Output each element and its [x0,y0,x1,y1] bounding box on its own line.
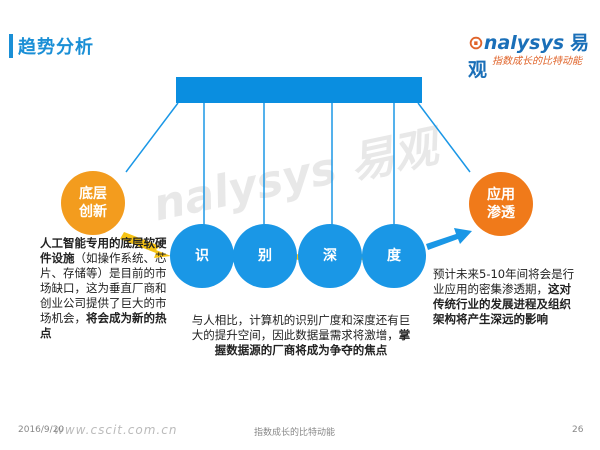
arrow-right-out [426,228,472,250]
ball-3: 深 [298,224,362,288]
page-title: 趋势分析 [18,37,94,58]
right-description-normal: 预计未来5-10年间将会是行业应用的密集渗透期， [433,267,575,296]
logo-en: nalysys [483,32,565,54]
ball-3-label: 深 [323,248,337,264]
middle-description-normal: 与人相比，计算机的识别广度和深度还有巨大的提升空间，因此数据量需求将激增， [191,313,411,342]
left-description: 人工智能专用的底层软硬件设施（如操作系统、芯片、存储等）是目前的市场缺口，这为垂… [40,236,168,341]
title-accent-bar [9,34,13,58]
ball-4: 度 [362,224,426,288]
middle-description-bold: 掌握数据源的厂商将成为争夺的焦点 [214,328,411,357]
middle-description: 与人相比，计算机的识别广度和深度还有巨大的提升空间，因此数据量需求将激增，掌握数… [190,313,412,358]
pendulum-bar [176,77,422,103]
page-number: 26 [572,425,584,435]
arrow-left-in [120,232,171,258]
node-app-penetration: 应用 渗透 [469,172,533,236]
string-right [417,102,471,173]
ball-2: 别 [233,224,297,288]
footer-date: 2016/9/20 [18,425,65,435]
left-description-normal: （如操作系统、芯片、存储等）是目前的市场缺口，这为垂直厂商和创业公司提供了巨大的… [40,251,167,325]
logo-tagline: 指数成长的比特动能 [492,56,582,67]
right-description-bold: 这对传统行业的发展进程及组织架构将产生深远的影响 [433,282,571,326]
left-description-bold-1: 人工智能专用的底层软硬件设施 [40,236,167,265]
logo-cn: 易观 [468,32,590,81]
right-description: 预计未来5-10年间将会是行业应用的密集渗透期，这对传统行业的发展进程及组织架构… [433,267,581,327]
ball-4-label: 度 [387,248,401,264]
node-bottom-innovation-label: 底层 创新 [79,186,107,220]
string-left [125,102,179,173]
ball-1-label: 识 [195,248,209,264]
ball-2-label: 别 [258,248,272,264]
footer-tagline: 指数成长的比特动能 [254,428,336,438]
left-description-bold-2: 将会成为新的热点 [40,311,167,340]
footer-url-watermark: www.cscit.com.cn [54,423,178,437]
ball-1: 识 [170,224,234,288]
node-app-penetration-label: 应用 渗透 [487,187,515,221]
node-bottom-innovation: 底层 创新 [61,171,125,235]
